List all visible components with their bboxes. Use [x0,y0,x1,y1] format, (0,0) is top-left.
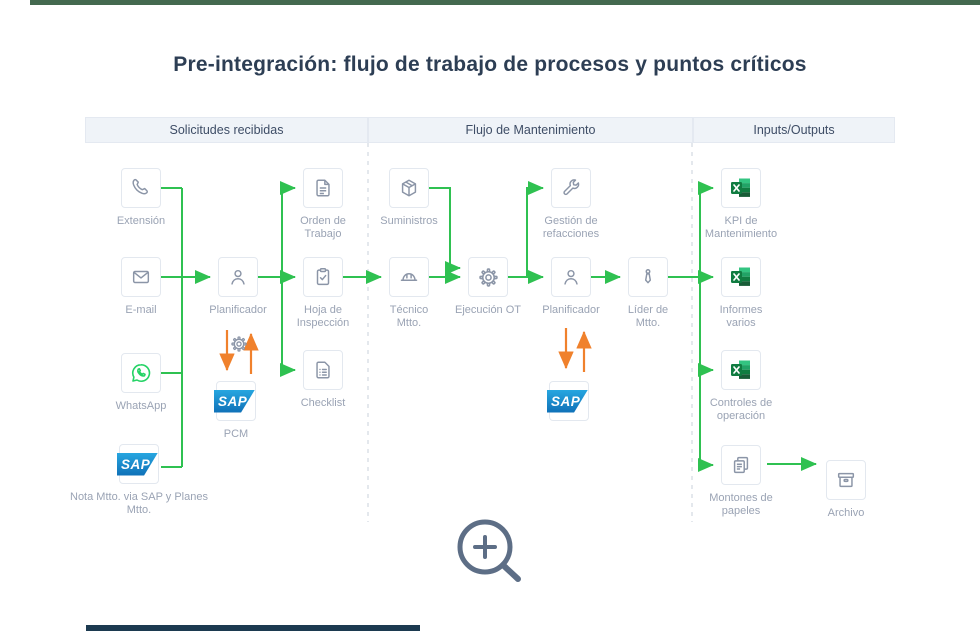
column-header-inputs-outputs: Inputs/Outputs [693,117,895,143]
sap-logo: SAP [117,452,158,476]
green-flow-arrows [161,181,817,472]
node-montones-papeles: Montones de papeles [709,445,773,517]
phone-icon [132,178,148,195]
zoom-plus-icon[interactable] [452,515,528,592]
node-label: Archivo [827,507,865,519]
node-label: Gestión de refacciones [542,215,600,240]
excel-icon [731,178,750,197]
node-email: E-mail [121,257,161,316]
whatsapp-icon [132,363,151,382]
node-checklist: Checklist [301,350,345,409]
node-label: Controles de operación [709,397,773,422]
checklist-icon [316,361,330,379]
node-label: Suministros [380,215,438,227]
document-icon [316,179,330,197]
node-label: Líder de Mtto. [627,304,669,329]
hardhat-icon [400,273,418,281]
sap-logo: SAP [214,389,255,413]
node-label: KPI de Mantenimiento [704,215,778,240]
node-label: WhatsApp [115,400,167,412]
node-informes-varios: Informes varios [720,257,762,329]
sap-logo: SAP [547,389,588,413]
top-accent-bar [30,0,980,5]
node-label: Checklist [300,397,346,409]
node-kpi-mantenimiento: KPI de Mantenimiento [705,168,777,240]
node-label: Técnico Mtto. [389,304,429,329]
page-title: Pre-integración: flujo de trabajo de pro… [173,53,807,76]
column-header-label: Inputs/Outputs [753,123,835,137]
node-sap-2: SAP [547,381,589,421]
node-ejecucion-ot: Ejecución OT [455,257,521,316]
tie-icon [644,269,652,284]
archive-icon [837,472,855,488]
node-label: Planificador [542,304,600,316]
gear-icon [478,267,498,287]
column-header-flujo: Flujo de Mantenimiento [368,117,693,143]
node-extension: Extensión [117,168,165,227]
node-planificador-1: Planificador [209,257,267,316]
clipboard-check-icon [316,268,330,286]
node-controles-operacion: Controles de operación [710,350,772,422]
person-icon [231,269,245,285]
node-whatsapp: WhatsApp [116,353,166,412]
excel-icon [731,267,750,286]
column-header-label: Flujo de Mantenimiento [465,123,596,137]
orange-critical-arrows [219,328,592,374]
person-icon [564,269,578,285]
node-label: Planificador [209,304,267,316]
node-tecnico-mtto: Técnico Mtto. [389,257,429,329]
column-header-solicitudes: Solicitudes recibidas [85,117,368,143]
column-header-label: Solicitudes recibidas [169,123,284,137]
node-planificador-2: Planificador [542,257,600,316]
node-orden-de-trabajo: Orden de Trabajo [300,168,346,240]
node-label: Montones de papeles [709,492,773,517]
node-label: Hoja de Inspección [296,304,350,329]
node-label: PCM [223,428,249,440]
bottom-accent-bar [86,625,420,631]
excel-icon [731,360,750,379]
node-pcm-sap: SAP PCM [214,381,256,440]
node-hoja-inspeccion: Hoja de Inspección [297,257,349,329]
papers-icon [733,456,749,474]
node-label: Nota Mtto. via SAP y Planes Mtto. [70,491,208,516]
envelope-icon [132,270,150,284]
node-label: Orden de Trabajo [300,215,346,240]
node-label: Extensión [116,215,166,227]
wrench-icon [563,179,580,196]
node-label: Informes varios [719,304,763,329]
node-label: Ejecución OT [454,304,522,316]
node-suministros: Suministros [380,168,438,227]
node-label: E-mail [125,304,157,316]
exchange-gear-icon [229,334,249,359]
node-nota-sap: SAP Nota Mtto. via SAP y Planes Mtto. [70,444,208,516]
package-icon [401,179,417,197]
column-divider-dashed [367,143,693,522]
node-gestion-refacciones: Gestión de refacciones [543,168,599,240]
node-lider-mtto: Líder de Mtto. [628,257,668,329]
node-archivo: Archivo [826,460,866,519]
